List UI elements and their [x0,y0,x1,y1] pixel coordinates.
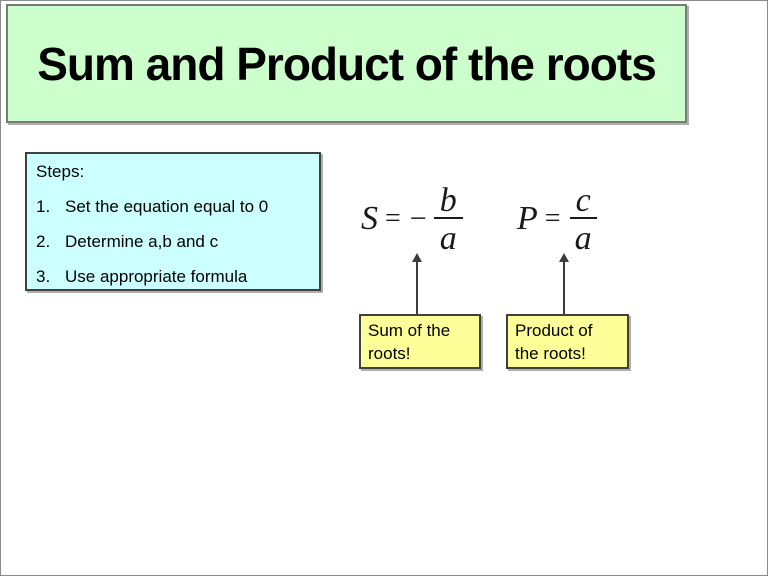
step-number: 2. [36,232,51,251]
step-number: 1. [36,197,51,216]
fraction-numerator: b [433,183,463,219]
equals-sign: = [544,203,561,234]
step-text: Use appropriate formula [65,267,248,286]
step-text: Determine a,b and c [65,232,219,251]
sum-formula-lhs: S [361,200,378,237]
step-text: Set the equation equal to 0 [65,197,269,216]
sum-arrow-head-icon [412,253,422,262]
callout-text: Product of [515,321,593,340]
fraction-denominator: a [574,219,592,257]
sum-callout-box: Sum of the roots! [359,314,481,369]
product-callout-box: Product of the roots! [506,314,629,369]
product-formula-fraction: c a [569,183,597,257]
step-item-1: 1. Set the equation equal to 0 [36,196,311,218]
equals-sign: = [385,203,401,234]
callout-text: Sum of the [368,321,451,340]
fraction-denominator: a [439,219,457,257]
step-number: 3. [36,267,51,286]
page-title: Sum and Product of the roots [37,37,657,90]
product-arrow-line [563,260,565,314]
sum-arrow-line [416,260,418,314]
minus-sign: − [409,202,427,235]
fraction-numerator: c [569,183,597,219]
steps-heading: Steps: [36,162,85,181]
title-banner: Sum and Product of the roots [6,4,687,123]
sum-formula-fraction: b a [433,183,463,257]
steps-box: Steps: 1. Set the equation equal to 0 2.… [25,152,321,291]
callout-text: the roots! [515,344,586,363]
product-formula: P = c a [517,183,597,257]
sum-formula: S = − b a [361,183,463,257]
step-item-3: 3. Use appropriate formula [36,266,311,288]
callout-text: roots! [368,344,411,363]
product-formula-lhs: P [517,200,538,237]
step-item-2: 2. Determine a,b and c [36,231,311,253]
product-arrow-head-icon [559,253,569,262]
